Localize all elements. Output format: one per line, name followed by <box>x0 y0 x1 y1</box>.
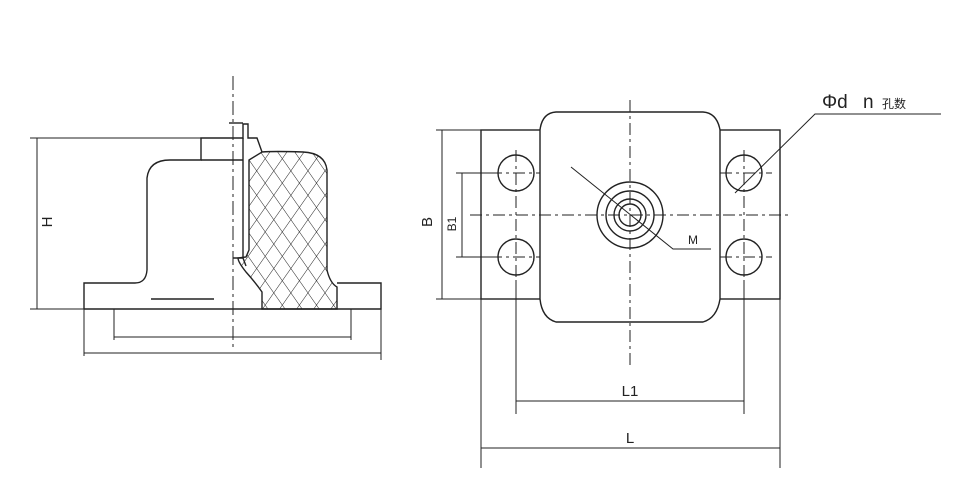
dimension-h <box>30 137 201 310</box>
label-hole-count: 孔数 <box>882 96 906 111</box>
rubber-section <box>237 150 338 310</box>
top-centerlines <box>470 100 790 365</box>
leader-m <box>570 166 711 250</box>
label-h: H <box>39 217 56 228</box>
dimension-l <box>480 299 781 468</box>
dimension-b1 <box>456 172 498 258</box>
label-b1: B1 <box>445 216 459 231</box>
label-b: B <box>419 217 436 227</box>
label-phi-d: Φd <box>822 92 848 113</box>
label-l1: L1 <box>622 383 639 400</box>
label-m: M <box>688 233 698 247</box>
top-view <box>436 100 941 468</box>
dimension-b <box>436 129 481 300</box>
label-n: n <box>863 92 874 113</box>
housing-outline <box>83 123 263 309</box>
dimension-l1 <box>515 280 745 414</box>
side-width-dims <box>83 309 382 360</box>
side-view <box>30 76 382 360</box>
label-l: L <box>626 430 634 447</box>
housing-bore <box>233 257 247 267</box>
leader-hole <box>734 113 941 194</box>
